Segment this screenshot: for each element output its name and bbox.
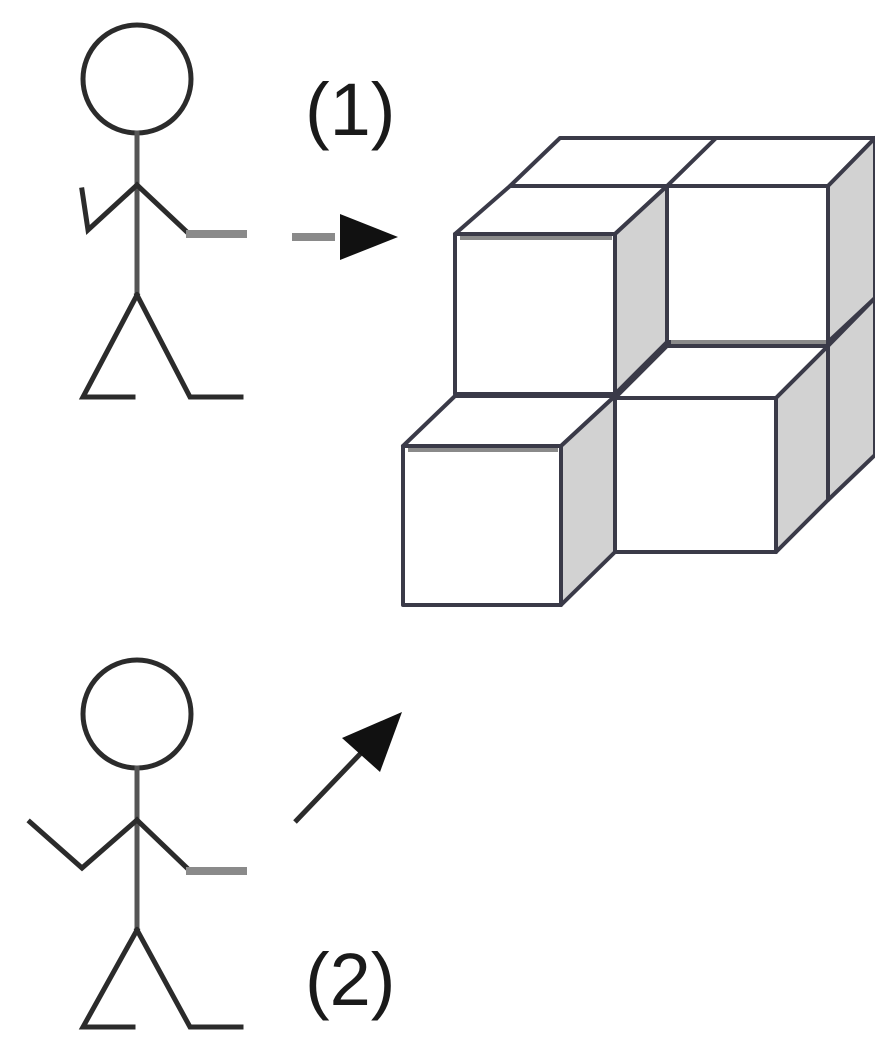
cube-lower-left-front xyxy=(401,444,563,607)
observer-1-head xyxy=(80,22,194,136)
observer-1-left-arm xyxy=(79,181,141,236)
observer-2-head xyxy=(80,657,194,771)
cube-upper-left-front xyxy=(453,232,617,396)
cube-back-left-top-rear xyxy=(508,136,718,188)
cube-lower-right-front xyxy=(613,396,778,554)
cube-lower-right-side-rear xyxy=(826,296,875,502)
observer-2-right-arm-upper xyxy=(133,816,192,873)
observer-1-right-leg xyxy=(133,291,244,400)
view-2-label: (2) xyxy=(305,938,395,1021)
cube-lower-left-side xyxy=(559,394,617,607)
observer-1-figure xyxy=(78,22,247,400)
direction-arrow-1 xyxy=(292,214,398,260)
observer-2-left-leg xyxy=(78,926,141,1030)
cube-structure xyxy=(401,136,875,607)
cube-back-right-side xyxy=(826,136,875,344)
cube-upper-left-side xyxy=(613,184,669,396)
observer-1-left-leg xyxy=(78,291,141,400)
observer-2-left-arm xyxy=(26,816,141,872)
observer-1-right-arm-upper xyxy=(133,181,192,237)
observer-2-right-leg xyxy=(133,926,244,1030)
direction-arrow-2 xyxy=(293,712,402,824)
view-1-label: (1) xyxy=(305,68,395,151)
observer-2-figure xyxy=(26,657,247,1030)
cube-back-right-front xyxy=(665,184,830,344)
